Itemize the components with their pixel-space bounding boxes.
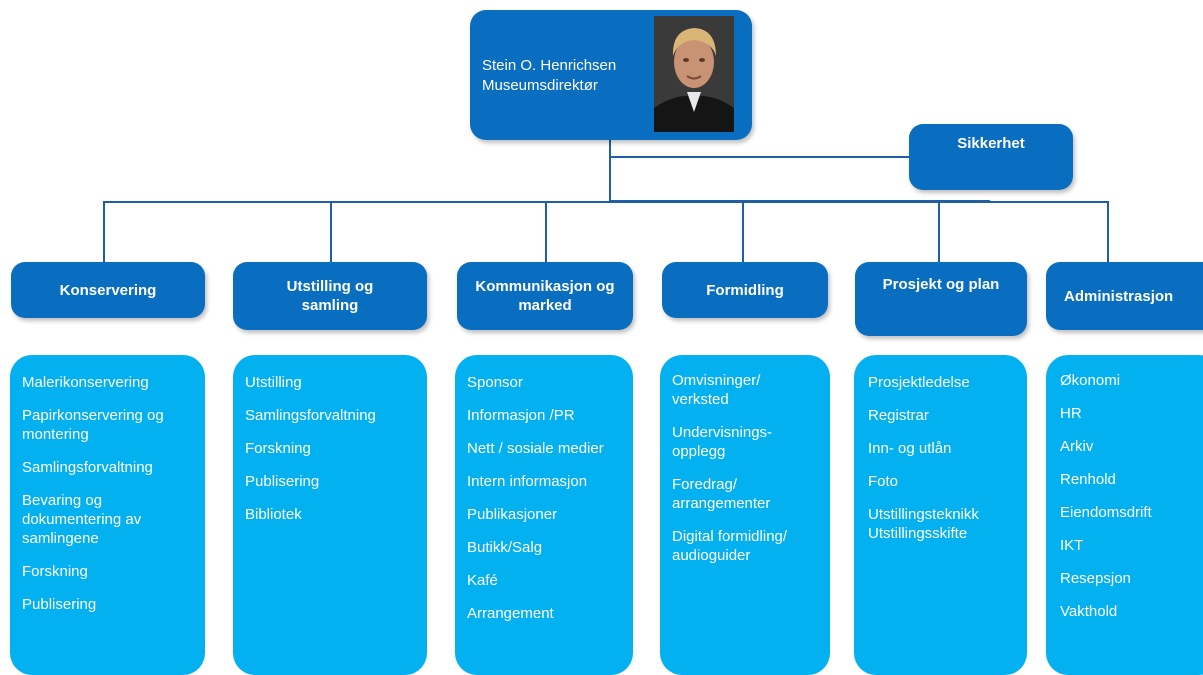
department-label: Kommunikasjon og marked: [475, 278, 615, 314]
list-item: Forskning: [245, 440, 311, 457]
department-panel-prosjekt: Prosjektledelse Registrar Inn- og utlån …: [854, 355, 1027, 675]
list-item: Undervisnings-opplegg: [672, 424, 773, 460]
department-header-utstilling: Utstilling og samling: [233, 262, 427, 330]
connector-drop-4: [742, 201, 744, 263]
department-label: Prosjekt og plan: [882, 276, 1000, 293]
list-item: Økonomi: [1060, 372, 1121, 389]
list-item: Arrangement: [467, 605, 554, 622]
list-item: Foredrag/ arrangementer: [672, 476, 771, 512]
connector-drop-6: [1107, 201, 1109, 263]
list-item: Omvisninger/ verksted: [672, 372, 761, 408]
list-item: Publisering: [245, 473, 320, 490]
department-panel-konservering: Malerikonservering Papirkonservering og …: [10, 355, 205, 675]
list-item: Registrar: [868, 407, 929, 424]
department-panel-kommunikasjon: Sponsor Informasjon /PR Nett / sosiale m…: [455, 355, 633, 675]
list-item: IKT: [1060, 537, 1084, 554]
list-item: Renhold: [1060, 471, 1116, 488]
director-portrait: [654, 16, 734, 132]
connector-trunk: [609, 140, 611, 202]
department-header-administrasjon: Administrasjon: [1046, 262, 1203, 330]
department-header-kommunikasjon: Kommunikasjon og marked: [457, 262, 633, 330]
list-item: Malerikonservering: [22, 374, 149, 391]
list-item: Utstillingsteknikk Utstillingsskifte: [868, 506, 979, 542]
list-item: Samlingsforvaltning: [245, 407, 376, 424]
director-name: Stein O. Henrichsen: [482, 57, 617, 74]
list-item: Publisering: [22, 596, 97, 613]
department-header-prosjekt: Prosjekt og plan: [855, 262, 1027, 336]
list-item: Eiendomsdrift: [1060, 504, 1152, 521]
department-label: Administrasjon: [1064, 287, 1174, 305]
security-box: Sikkerhet: [909, 124, 1073, 190]
list-item: Vakthold: [1060, 603, 1118, 620]
connector-drop-5: [938, 201, 940, 263]
list-item: Bibliotek: [245, 506, 302, 523]
list-item: Prosjektledelse: [868, 374, 970, 391]
connector-drop-1: [103, 201, 105, 263]
department-panel-formidling: Omvisninger/ verksted Undervisnings-oppl…: [660, 355, 830, 675]
list-item: Arkiv: [1060, 438, 1094, 455]
list-item: Resepsjon: [1060, 570, 1131, 587]
portrait-photo-icon: [654, 16, 734, 132]
list-item: Publikasjoner: [467, 506, 558, 523]
department-label: Formidling: [706, 281, 784, 299]
security-label: Sikkerhet: [957, 135, 1025, 152]
list-item: Inn- og utlån: [868, 440, 952, 457]
department-panel-utstilling: Utstilling Samlingsforvaltning Forskning…: [233, 355, 427, 675]
list-item: Papirkonservering og montering: [22, 407, 164, 443]
list-item: Kafé: [467, 572, 498, 589]
list-item: Informasjon /PR: [467, 407, 575, 424]
director-box: Stein O. Henrichsen Museumsdirektør: [470, 10, 752, 140]
list-item: HR: [1060, 405, 1082, 422]
connector-horizontal: [104, 201, 1109, 203]
list-item: Bevaring og dokumentering av samlingene: [22, 492, 142, 547]
department-panel-administrasjon: Økonomi HR Arkiv Renhold Eiendomsdrift I…: [1046, 355, 1203, 675]
director-title: Museumsdirektør: [482, 77, 598, 94]
connector-security: [610, 156, 910, 158]
list-item: Samlingsforvaltning: [22, 459, 153, 476]
list-item: Butikk/Salg: [467, 539, 543, 556]
list-item: Forskning: [22, 563, 88, 580]
connector-drop-2: [330, 201, 332, 263]
list-item: Sponsor: [467, 374, 523, 391]
list-item: Nett / sosiale medier: [467, 440, 604, 457]
department-label: Utstilling og samling: [286, 278, 374, 314]
list-item: Digital formidling/ audioguider: [672, 528, 788, 564]
department-header-formidling: Formidling: [662, 262, 828, 318]
department-label: Konservering: [59, 281, 157, 299]
connector-drop-3: [545, 201, 547, 263]
department-header-konservering: Konservering: [11, 262, 205, 318]
list-item: Intern informasjon: [467, 473, 588, 490]
list-item: Utstilling: [245, 374, 302, 391]
list-item: Foto: [868, 473, 899, 490]
